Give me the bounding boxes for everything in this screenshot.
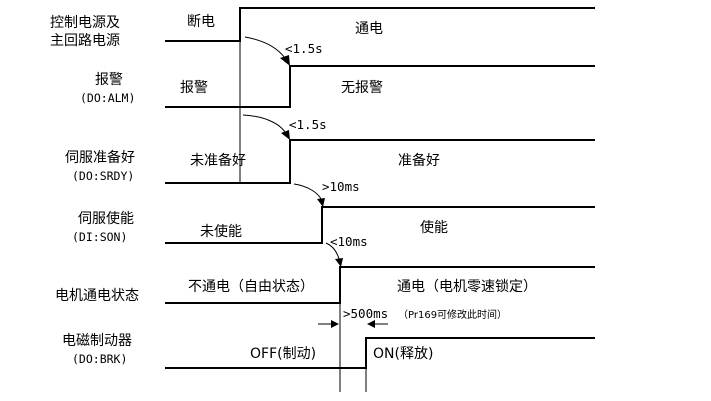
waveform-servo-ready xyxy=(165,139,595,184)
state-alarm: 报警 xyxy=(180,80,208,96)
delay-arrowhead-4 xyxy=(335,258,343,267)
state-not-enabled: 未使能 xyxy=(200,223,242,240)
label-servo-ready: 伺服准备好 xyxy=(65,149,135,166)
label-power-line2: 主回路电源 xyxy=(50,33,120,49)
state-enabled: 使能 xyxy=(420,219,448,236)
state-no-alarm: 无报警 xyxy=(341,80,383,96)
state-power-on: 通电 xyxy=(355,21,383,37)
delay-label-5: >500ms xyxy=(343,306,388,321)
delay-label-2: <1.5s xyxy=(289,117,327,132)
delay-label-4: <10ms xyxy=(330,234,368,249)
interval-arrow-right-head xyxy=(367,320,375,328)
state-ready: 准备好 xyxy=(398,152,440,169)
waveform-motor-state xyxy=(165,266,595,304)
waveform-alarm xyxy=(165,65,595,108)
delay-arc-3 xyxy=(293,183,322,200)
state-not-ready: 未准备好 xyxy=(190,152,246,169)
delay-arc-2 xyxy=(242,114,286,133)
label-servo-ready-code: (DO:SRDY) xyxy=(72,169,134,183)
label-servo-enable-code: (DI:SON) xyxy=(72,230,127,244)
label-servo-enable: 伺服使能 xyxy=(78,210,134,227)
delay-arrowhead-3 xyxy=(317,198,325,207)
label-alarm-code: (DO:ALM) xyxy=(80,91,135,105)
delay-label-3: >10ms xyxy=(322,179,360,194)
state-motor-off: 不通电（自由状态） xyxy=(188,279,314,295)
delay-label-1: <1.5s xyxy=(285,41,323,56)
label-motor-state: 电机通电状态 xyxy=(55,288,139,304)
delay-note-5: （Pr169可修改此时间） xyxy=(398,308,507,321)
state-motor-on: 通电（电机零速锁定） xyxy=(397,279,537,295)
interval-arrow-left-head xyxy=(331,320,339,328)
delay-arrowhead-1 xyxy=(280,55,290,66)
state-brake-off: OFF(制动) xyxy=(250,346,316,362)
label-brake: 电磁制动器 xyxy=(62,333,132,349)
label-power-line1: 控制电源及 xyxy=(50,15,120,31)
waveform-brake xyxy=(165,337,595,369)
delay-arc-4 xyxy=(325,242,340,260)
delay-arc-1 xyxy=(244,36,286,59)
delay-arrowhead-2 xyxy=(281,130,290,140)
label-brake-code: (DO:BRK) xyxy=(72,352,127,366)
waveform-servo-enable xyxy=(165,206,595,244)
state-power-off: 断电 xyxy=(187,14,215,30)
state-brake-on: ON(释放) xyxy=(373,346,433,362)
label-alarm: 报警 xyxy=(95,72,123,88)
